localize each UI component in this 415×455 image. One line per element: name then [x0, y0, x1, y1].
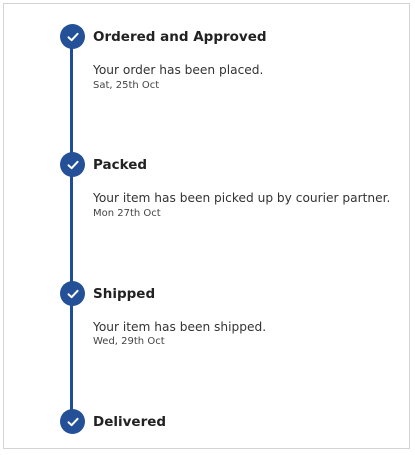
check-icon [60, 281, 85, 306]
step-date: Wed, 29th Oct [93, 336, 165, 347]
check-icon [60, 409, 85, 434]
step-description: Your item has been picked up by courier … [93, 191, 391, 205]
step-description: Your order has been placed. [93, 63, 264, 77]
step-title: Delivered [93, 414, 167, 430]
check-icon [60, 152, 85, 177]
step-title: Shipped [93, 286, 156, 302]
step-description: Your item has been shipped. [93, 320, 267, 334]
order-tracking-card: Ordered and Approved Your order has been… [3, 3, 410, 449]
step-date: Mon 27th Oct [93, 208, 161, 219]
check-icon [60, 24, 85, 49]
step-title: Ordered and Approved [93, 29, 267, 45]
step-title: Packed [93, 157, 148, 173]
step-date: Sat, 25th Oct [93, 80, 160, 91]
timeline-line [70, 40, 73, 426]
